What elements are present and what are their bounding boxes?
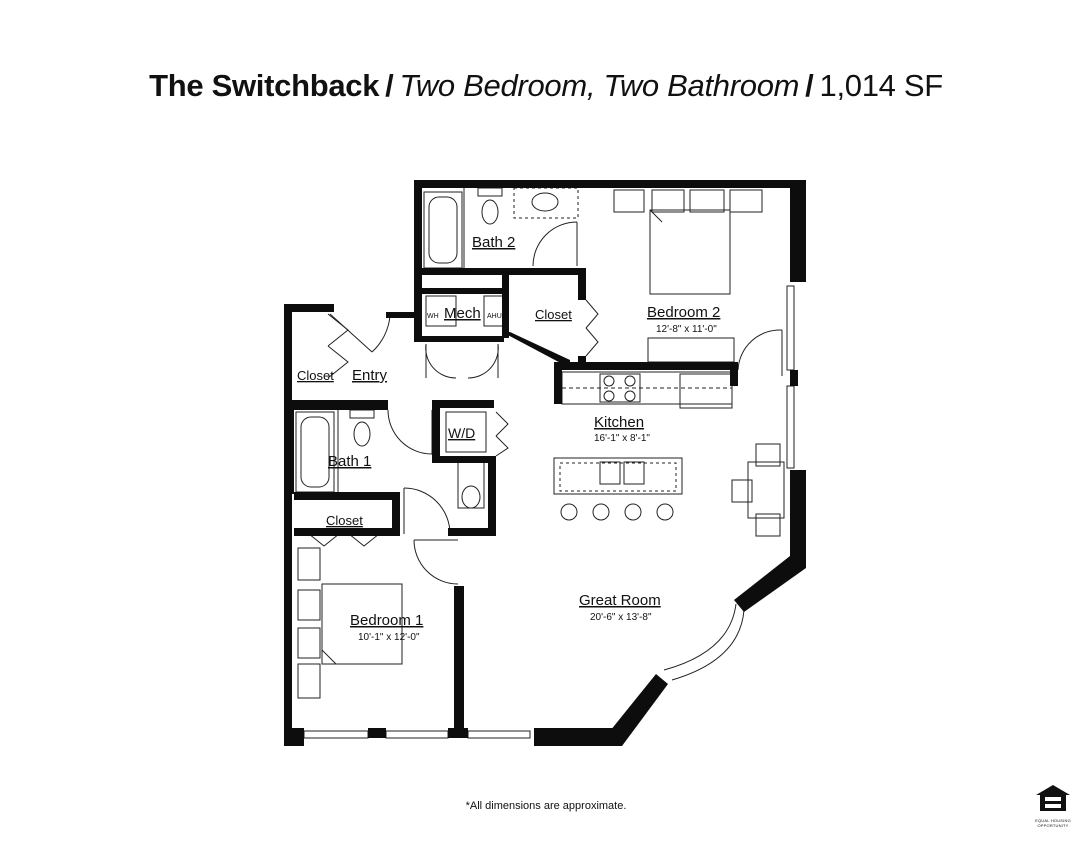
- bedroom1-label: Bedroom 1: [350, 612, 423, 629]
- ahu-label: AHU: [487, 313, 502, 320]
- bedroom2-label: Bedroom 2: [647, 304, 720, 321]
- closet-entry-label: Closet: [297, 368, 334, 383]
- wh-label: WH: [427, 313, 439, 320]
- entry-label: Entry: [352, 367, 388, 384]
- unit-area: 1,014 SF: [819, 68, 944, 103]
- closet-b1-label: Closet: [326, 513, 363, 528]
- plan-name: The Switchback: [149, 68, 380, 103]
- plan-title: The Switchback/Two Bedroom, Two Bathroom…: [0, 68, 1092, 104]
- house-equal-icon: [1036, 785, 1070, 811]
- bath1-label: Bath 1: [328, 453, 371, 470]
- equal-housing-opportunity-logo: EQUAL HOUSING OPPORTUNITY: [1034, 783, 1072, 828]
- closet-b2-label: Closet: [535, 307, 572, 322]
- room-labels: Bath 2 Mech WH AHU Closet Bedroom 2 12'-…: [297, 234, 720, 643]
- kitchen-label: Kitchen: [594, 414, 644, 431]
- kitchen-dimensions: 16'-1" x 8'-1": [594, 433, 650, 444]
- walls: [284, 180, 806, 746]
- great-room-dimensions: 20'-6" x 13'-8": [590, 612, 652, 623]
- title-separator-2: /: [805, 68, 814, 103]
- wd-label: W/D: [448, 425, 475, 441]
- unit-type: Two Bedroom, Two Bathroom: [399, 68, 800, 103]
- eho-text: EQUAL HOUSING OPPORTUNITY: [1035, 818, 1071, 828]
- mech-label: Mech: [444, 305, 481, 322]
- bath2-label: Bath 2: [472, 234, 515, 251]
- title-separator-1: /: [385, 68, 394, 103]
- great-room-label: Great Room: [579, 592, 661, 609]
- bedroom1-dimensions: 10'-1" x 12'-0": [358, 632, 420, 643]
- bedroom2-dimensions: 12'-8" x 11'-0": [656, 324, 717, 335]
- dimensions-footnote: *All dimensions are approximate.: [465, 800, 627, 812]
